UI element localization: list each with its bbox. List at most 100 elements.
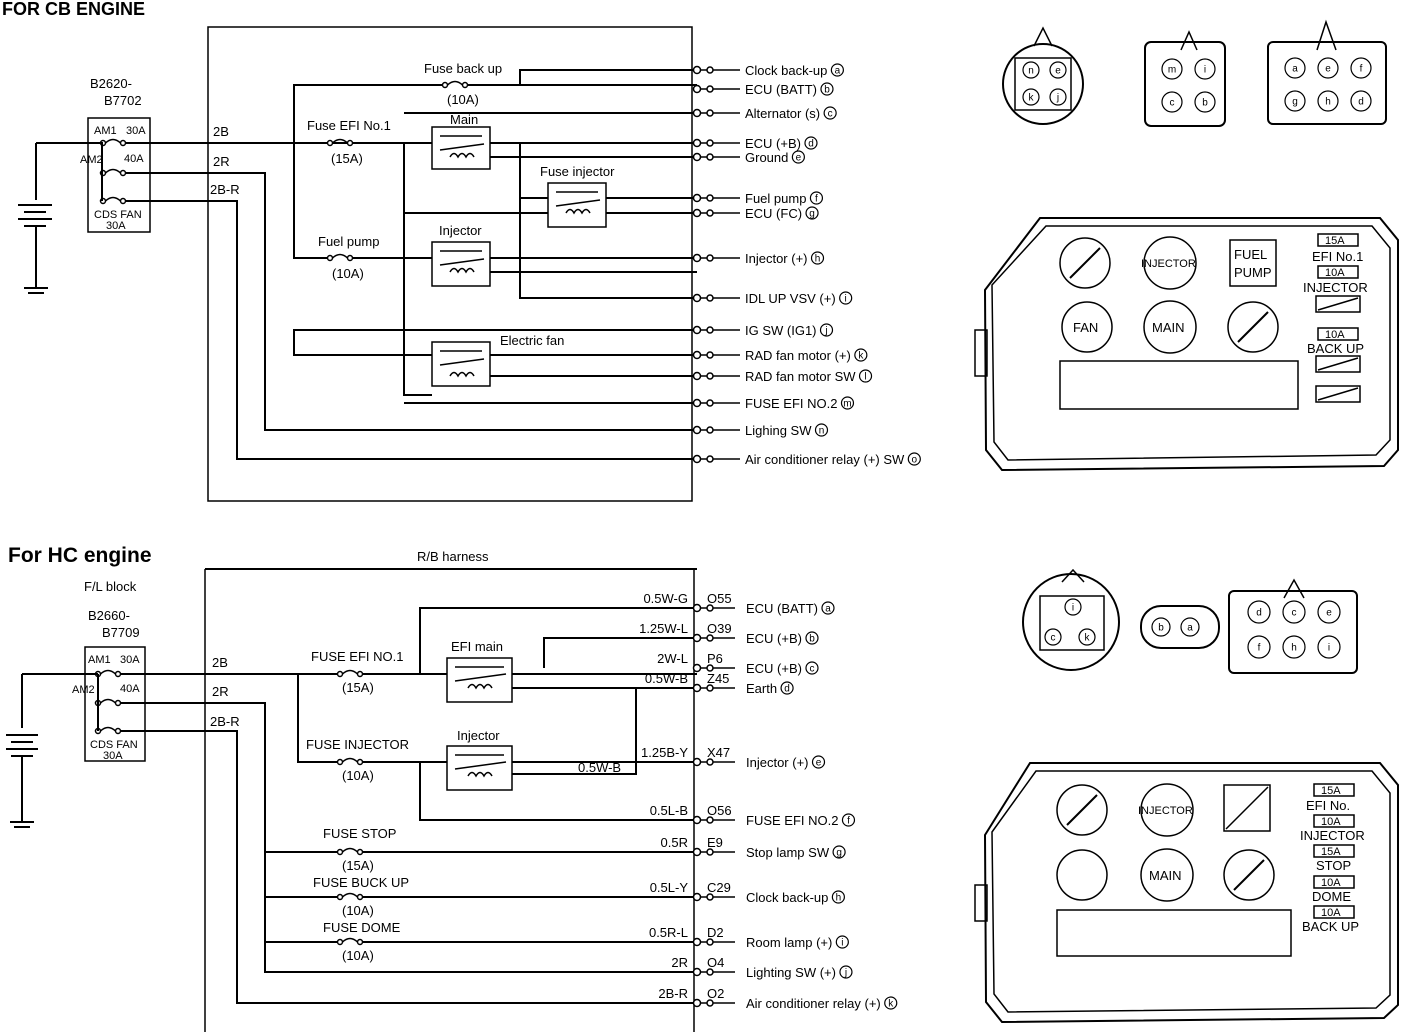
hc-terminal-wire: 0.5L-B <box>650 803 688 818</box>
cb-terminal-pin: d <box>804 136 818 150</box>
hc-fl-block-label: F/L block <box>84 579 137 594</box>
hc-fl-code1: B2660- <box>88 608 130 623</box>
svg-text:i: i <box>1328 643 1330 654</box>
svg-text:a: a <box>825 604 831 615</box>
cb-box-f2a: 10A <box>1325 267 1345 279</box>
cb-terminal-label: IDL UP VSV (+) <box>745 291 836 306</box>
cb-fuse-efi-label: Fuse EFI No.1 <box>307 118 391 133</box>
cb-terminal: Fuel pump f <box>692 191 824 206</box>
cb-connector-5pin <box>1144 30 1226 127</box>
cb-relay-main-label: Main <box>450 112 478 127</box>
hc-terminal-label: Stop lamp SW <box>746 845 830 860</box>
hc-wire-2r: 2R <box>212 684 229 699</box>
svg-text:c: c <box>828 109 833 120</box>
svg-text:d: d <box>1256 608 1262 619</box>
hc-conn6-pin: f <box>1247 635 1271 659</box>
svg-text:o: o <box>912 455 918 466</box>
hc-terminal-wire: 0.5W-G <box>643 591 688 606</box>
cb-fuse-pump-amp: (10A) <box>332 266 364 281</box>
hc-box-f5b: BACK UP <box>1302 919 1359 934</box>
svg-text:f: f <box>815 194 818 205</box>
cb-relay-box <box>974 217 1399 472</box>
cb-conn6-pin: e <box>1317 57 1339 79</box>
hc-terminal-code: Z45 <box>707 671 729 686</box>
hc-wire-2br: 2B-R <box>210 714 240 729</box>
cb-fl-30a: 30A <box>126 125 146 137</box>
svg-text:b: b <box>809 634 815 645</box>
hc-terminal-wire: 2B-R <box>658 986 688 1001</box>
cb-fl-am1: AM1 <box>94 125 117 137</box>
hc-fuse-backup-amp: (10A) <box>342 903 374 918</box>
cb-fuse-efi-amp: (15A) <box>331 151 363 166</box>
svg-text:l: l <box>864 372 866 383</box>
svg-text:e: e <box>1055 66 1061 77</box>
cb-terminal-label: ECU (+B) <box>745 136 801 151</box>
cb-terminal: IDL UP VSV (+)i <box>692 291 853 306</box>
svg-text:c: c <box>1292 608 1297 619</box>
cb-terminal-label: Injector (+) <box>745 251 808 266</box>
svg-text:e: e <box>796 153 802 164</box>
hc-box-f2b: INJECTOR <box>1300 828 1365 843</box>
svg-text:j: j <box>1056 93 1059 104</box>
cb-conn6-pin: a <box>1284 57 1306 79</box>
svg-text:a: a <box>1292 64 1298 75</box>
cb-terminal: ECU (FC)g <box>692 206 819 221</box>
cb-relay-fuse-injector <box>547 182 607 228</box>
cb-relay-injector <box>431 241 491 287</box>
svg-text:g: g <box>836 848 842 859</box>
hc-fuse-dome-amp: (10A) <box>342 948 374 963</box>
hc-conn3-pin: c <box>1044 628 1062 646</box>
cb-box-injector: INJECTOR <box>1141 258 1196 270</box>
hc-terminal-label: Room lamp (+) <box>746 935 832 950</box>
hc-terminal-code: O4 <box>707 955 724 970</box>
svg-text:h: h <box>1325 97 1331 108</box>
hc-terminal-label: ECU (BATT) <box>746 601 818 616</box>
hc-terminal-wire: 0.5R-L <box>649 925 688 940</box>
svg-text:g: g <box>809 209 815 220</box>
cb-terminal-pin: o <box>907 452 921 466</box>
hc-terminal-pin: e <box>811 755 826 769</box>
svg-text:i: i <box>841 938 843 949</box>
cb-fl-am2: AM2 <box>80 154 103 166</box>
hc-terminal-pin: a <box>821 601 835 615</box>
hc-box-f3b: STOP <box>1316 858 1351 873</box>
svg-text:j: j <box>844 968 847 979</box>
cb-terminal-label: Alternator (s) <box>745 106 820 121</box>
hc-terminal-label: Clock back-up <box>746 890 828 905</box>
cb-fl-30ab: 30A <box>106 220 126 232</box>
cb-terminal-label: RAD fan motor (+) <box>745 348 851 363</box>
cb-battery-icon <box>18 204 52 294</box>
svg-text:i: i <box>1072 603 1074 614</box>
cb-conn4-pin: k <box>1022 88 1040 106</box>
hc-terminal-label: ECU (+B) <box>746 631 802 646</box>
cb-terminal-pin: k <box>854 348 868 362</box>
svg-text:k: k <box>858 351 864 362</box>
svg-text:h: h <box>836 893 842 904</box>
cb-terminal-label: Air conditioner relay (+) SW <box>745 452 905 467</box>
cb-wire-2b: 2B <box>213 124 229 139</box>
hc-terminal-label: Lighting SW (+) <box>746 965 836 980</box>
hc-terminal-pin: g <box>832 845 846 859</box>
hc-terminal-code: D2 <box>707 925 724 940</box>
cb-terminal-label: Clock back-up <box>745 63 827 78</box>
svg-text:a: a <box>835 66 841 77</box>
cb-box-fan: FAN <box>1073 320 1098 335</box>
hc-terminal-code: C29 <box>707 880 731 895</box>
hc-box-f5a: 10A <box>1321 907 1341 919</box>
hc-fuse-inj-label: FUSE INJECTOR <box>306 737 409 752</box>
cb-fl-cds: CDS FAN <box>94 209 142 221</box>
hc-terminal-pin: d <box>780 681 794 695</box>
hc-fuse-stop-label: FUSE STOP <box>323 826 396 841</box>
hc-terminal-code: O56 <box>707 803 732 818</box>
cb-terminal: IG SW (IG1)j <box>692 323 834 338</box>
cb-terminal-pin: a <box>830 63 844 77</box>
cb-terminal-label: RAD fan motor SW <box>745 369 856 384</box>
cb-terminal-label: Fuel pump <box>745 191 806 206</box>
cb-fl-40a: 40A <box>124 153 144 165</box>
